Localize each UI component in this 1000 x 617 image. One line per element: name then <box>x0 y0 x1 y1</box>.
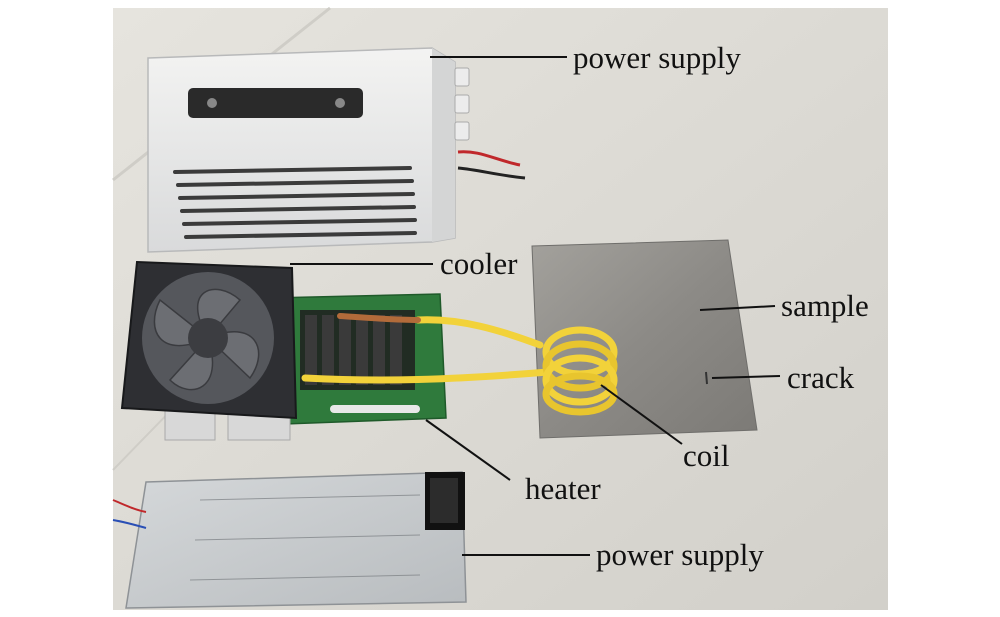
handle <box>188 88 363 118</box>
leader-crack <box>711 375 781 379</box>
leader-lines <box>290 56 781 556</box>
label-sample: sample <box>781 288 869 323</box>
leader-sample <box>699 305 776 311</box>
label-cooler: cooler <box>440 246 518 281</box>
label-coil: coil <box>683 438 730 473</box>
power-supply-module <box>112 471 467 609</box>
label-power-supply-top: power supply <box>573 40 741 75</box>
crack-mark <box>705 371 708 385</box>
heater-board <box>269 293 447 425</box>
cooling-fan <box>120 260 298 420</box>
power-supply-box <box>147 47 526 253</box>
label-power-supply-bottom: power supply <box>596 537 764 572</box>
leader-heater <box>425 419 511 481</box>
induction-coil <box>301 313 618 416</box>
leader-coil <box>600 384 683 445</box>
label-heater: heater <box>525 471 601 506</box>
label-crack: crack <box>787 360 855 395</box>
